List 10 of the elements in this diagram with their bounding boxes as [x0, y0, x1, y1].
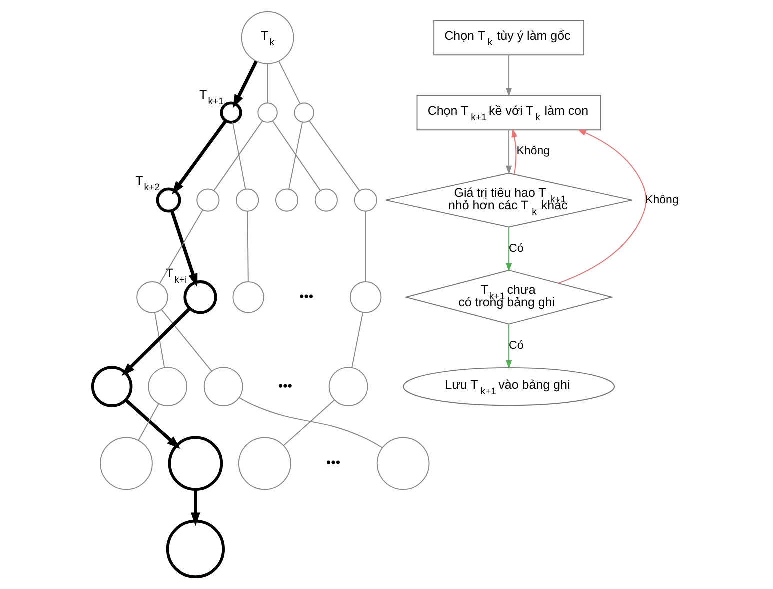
label: ••• [278, 378, 292, 394]
node-label: T$_{k+i}$ [166, 266, 188, 286]
edge-label: Không [516, 146, 550, 158]
node-label: T$_{k+1}$ [200, 88, 224, 108]
label: ••• [326, 455, 341, 470]
edge-label: Có [509, 242, 524, 255]
label: ••• [300, 288, 314, 304]
edge-label: Có [509, 340, 524, 352]
node-label: T$_{k+2}$ [136, 174, 160, 194]
edge-label: Không [646, 194, 679, 206]
